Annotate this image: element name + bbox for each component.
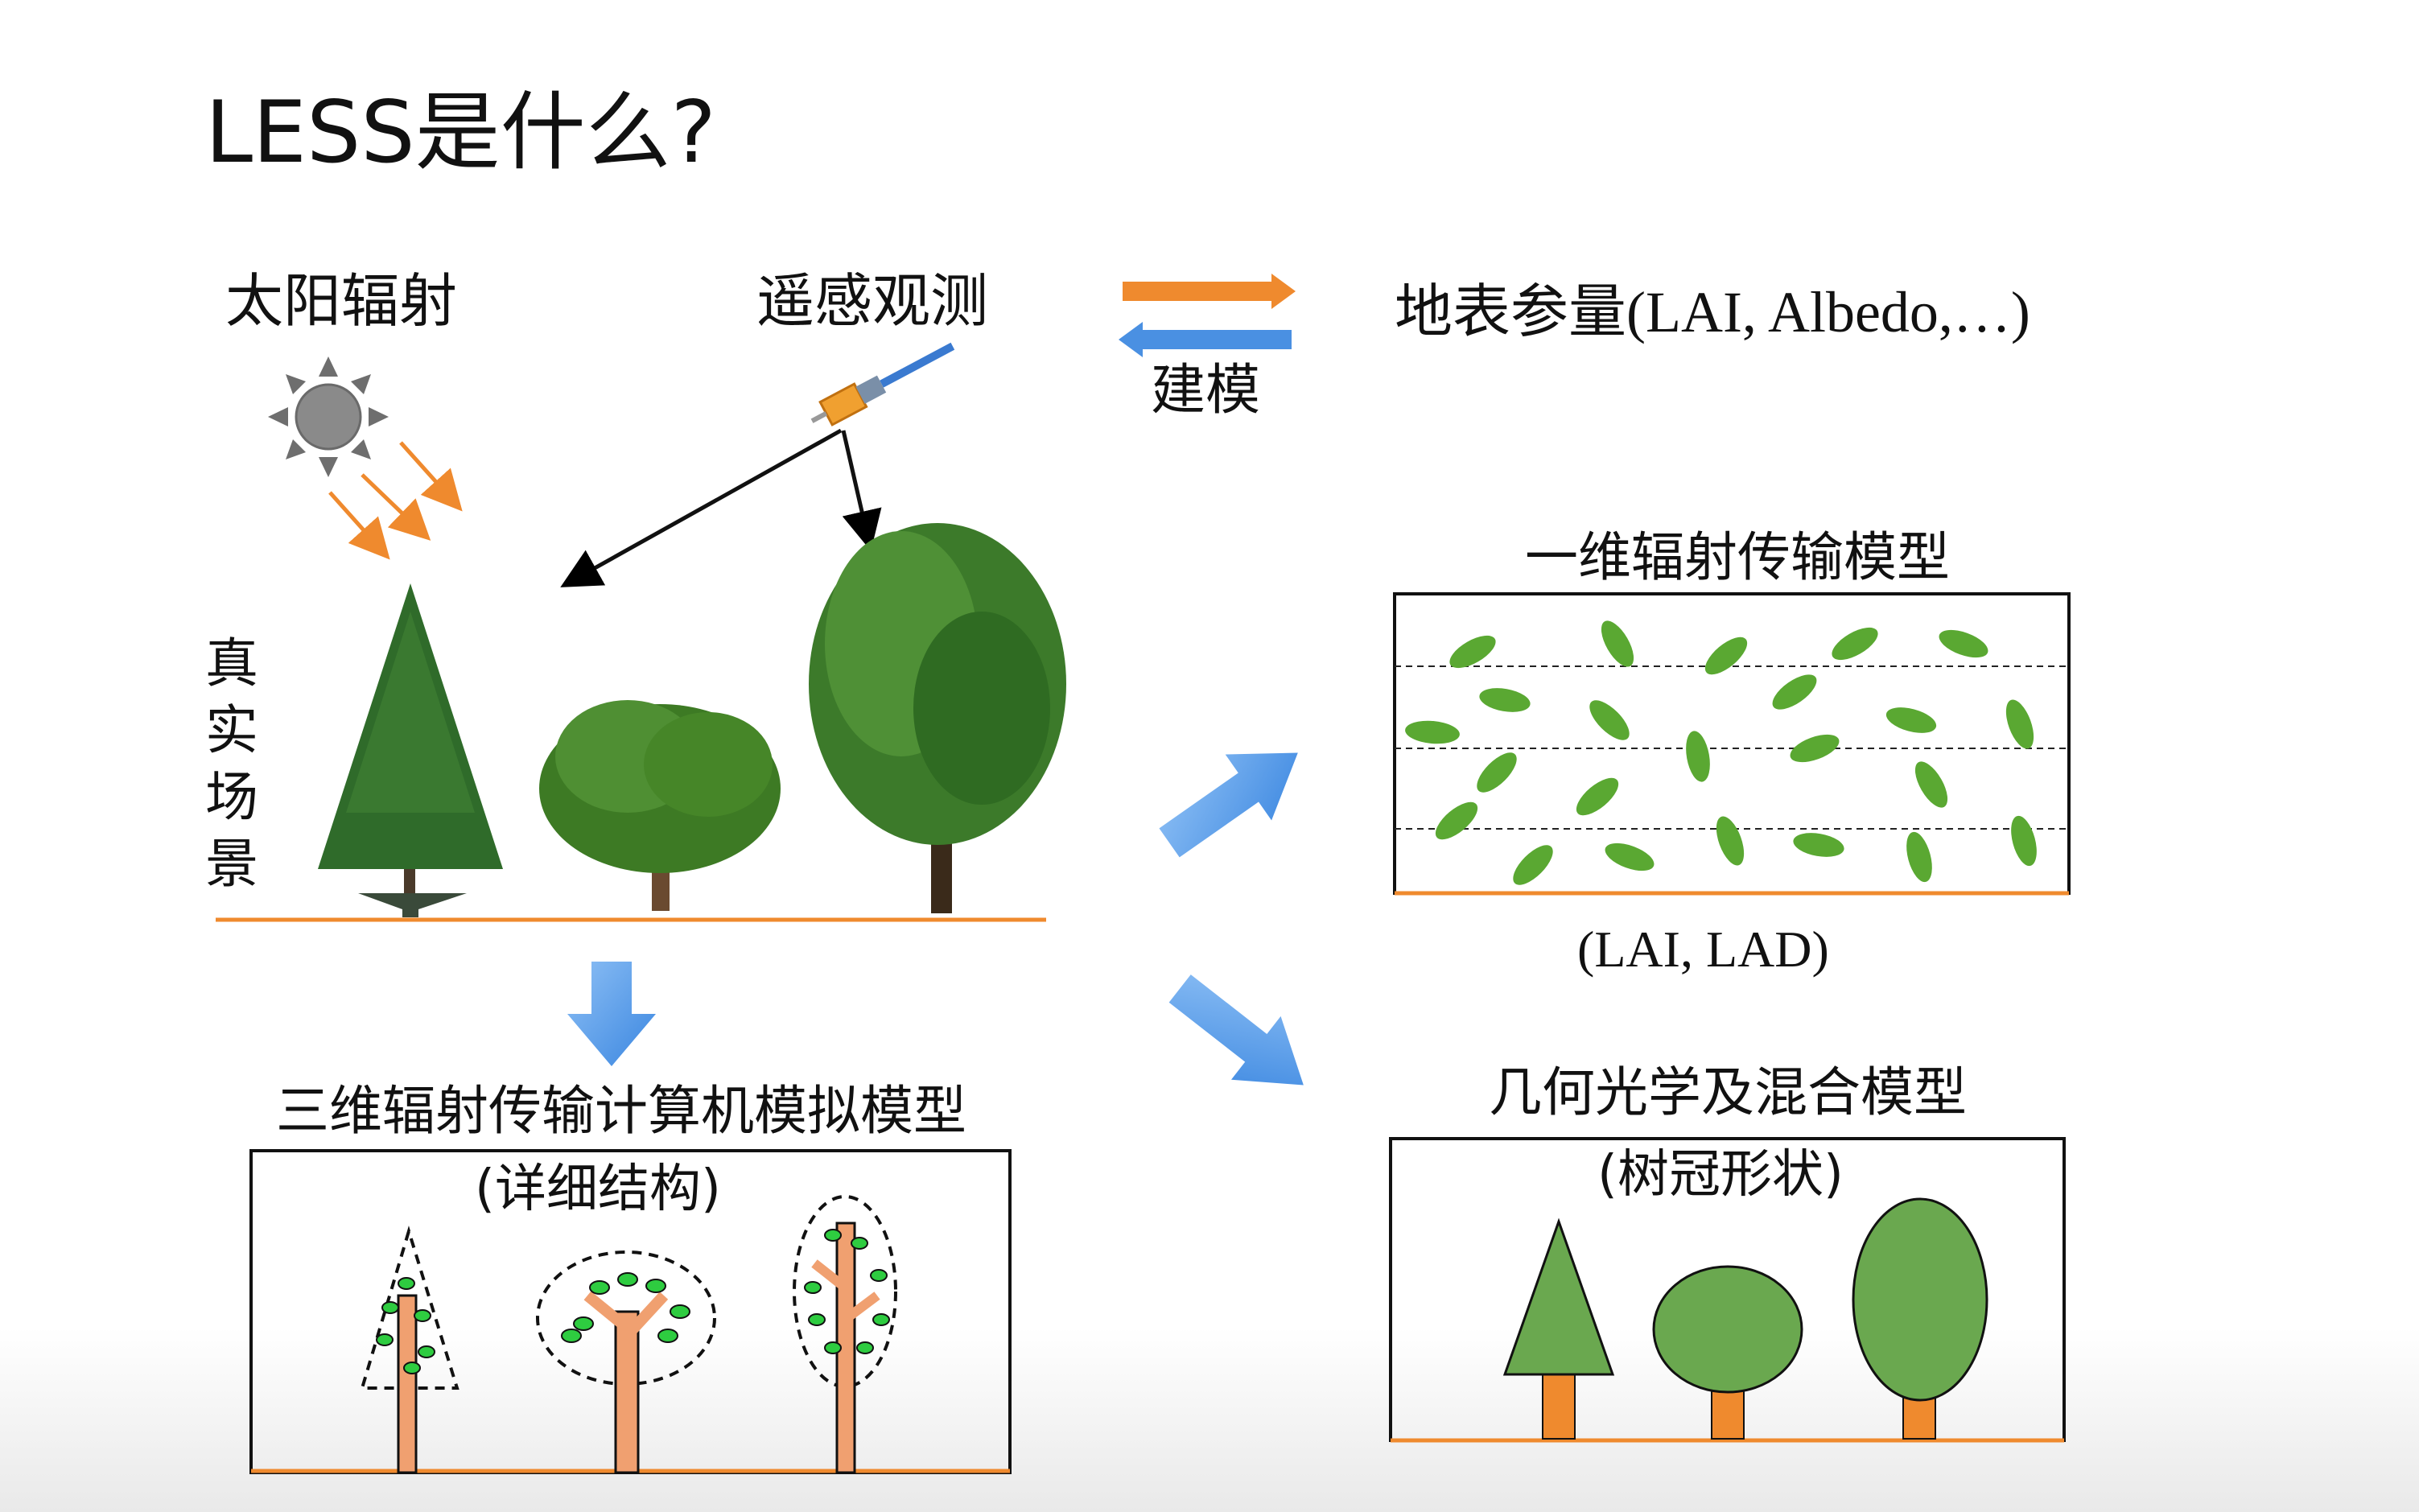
model-3d-subtitle: (详细结构) [475, 1160, 721, 1219]
tree-tall [809, 523, 1066, 913]
real-scene-char-4: 景 [205, 833, 258, 895]
real-scene-char-1: 真 [205, 632, 258, 694]
down-right-arrow [1168, 974, 1304, 1086]
model-3d-tree-2 [536, 1250, 716, 1474]
page-title: LESS是什么? [205, 83, 716, 182]
real-scene-char-2: 实 [205, 699, 258, 761]
down-arrow [567, 962, 656, 1066]
real-scene-char-3: 场 [205, 766, 258, 828]
bottom-shade [0, 1328, 2419, 1512]
geo-tree-cone [1502, 1217, 1615, 1440]
surface-params-label: 地表参量(LAI, Albedo,…) [1395, 280, 2030, 344]
modeling-double-arrow [1119, 274, 1296, 357]
sun-icon [268, 356, 389, 477]
sun-ray-arrows [328, 441, 463, 560]
up-right-arrow [1159, 752, 1298, 858]
tree-pine [318, 583, 503, 917]
remote-sensing-label: 遥感观测 [756, 267, 989, 335]
geo-tree-sphere [1652, 1265, 1803, 1440]
satellite-icon [810, 342, 955, 426]
model-geo-subtitle: (树冠形状) [1597, 1145, 1844, 1205]
observation-arrows [560, 428, 882, 587]
model-3d-tree-3 [793, 1195, 897, 1474]
model-1d-title: 一维辐射传输模型 [1525, 526, 1950, 588]
model-3d-tree-1 [360, 1226, 459, 1474]
geo-tree-ellipsoid [1852, 1197, 1988, 1440]
model-1d-subtitle: (LAI, LAD) [1577, 921, 1829, 978]
solar-radiation-label: 太阳辐射 [225, 267, 458, 335]
model-3d-title: 三维辐射传输计算机模拟模型 [276, 1080, 966, 1142]
modeling-label: 建模 [1151, 359, 1261, 422]
model-geo-title: 几何光学及混合模型 [1489, 1061, 1967, 1123]
tree-broad [539, 700, 781, 911]
model-1d-leaves [1405, 620, 2037, 885]
